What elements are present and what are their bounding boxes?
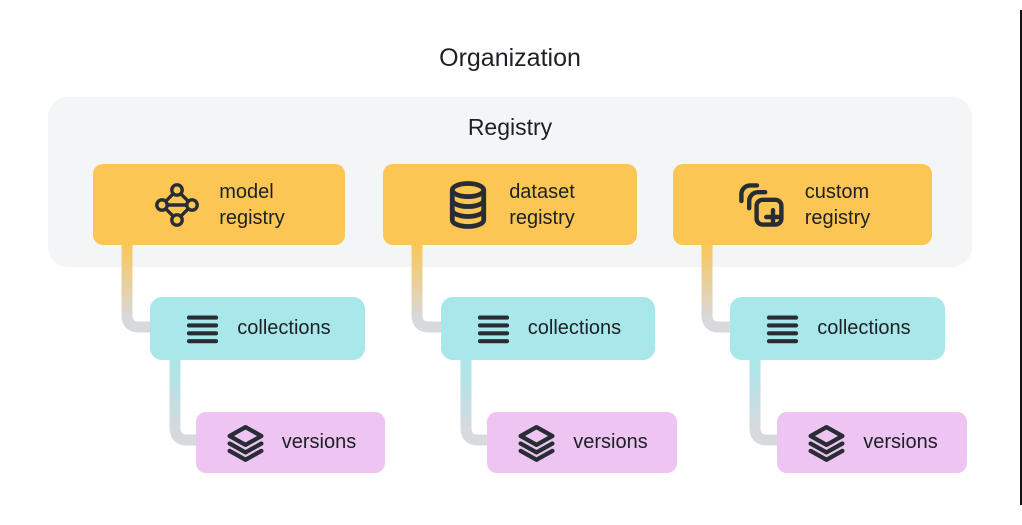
layers-icon	[227, 424, 264, 462]
versions-node-2: versions	[487, 412, 677, 473]
connector-registry-collections-3	[701, 242, 732, 333]
versions-node-1: versions	[196, 412, 385, 473]
collections-node-3: collections	[730, 297, 945, 360]
collections-node-1: collections	[150, 297, 365, 360]
registry-node-label: dataset registry	[509, 180, 575, 229]
window-right-edge	[1020, 10, 1022, 505]
model-icon	[155, 182, 200, 227]
connector-registry-collections-1	[121, 242, 152, 333]
dataset-registry-node: dataset registry	[383, 164, 637, 245]
connector-registry-collections-2	[411, 242, 443, 333]
list-icon	[477, 315, 509, 343]
collections-node-label: collections	[527, 317, 622, 339]
model-registry-node: model registry	[93, 164, 345, 245]
versions-node-label: versions	[573, 431, 648, 453]
collections-node-2: collections	[441, 297, 655, 360]
versions-node-3: versions	[777, 412, 967, 473]
copy-plus-icon	[738, 182, 784, 227]
layers-icon	[518, 424, 555, 462]
versions-node-label: versions	[281, 431, 357, 453]
versions-node-label: versions	[863, 431, 938, 453]
database-icon	[450, 180, 487, 229]
registry-panel-label: Registry	[467, 114, 553, 140]
connector-collections-versions-1	[169, 357, 198, 446]
registry-node-label: custom registry	[804, 180, 871, 229]
registry-node-label: model registry	[219, 180, 285, 229]
connector-collections-versions-2	[460, 357, 489, 446]
list-icon	[187, 315, 219, 343]
list-icon	[767, 315, 799, 343]
custom-registry-node: custom registry	[673, 164, 932, 245]
connector-collections-versions-3	[749, 357, 779, 446]
layers-icon	[808, 424, 845, 462]
collections-node-label: collections	[237, 317, 331, 339]
page-title: Organization	[439, 44, 581, 72]
collections-node-label: collections	[817, 317, 911, 339]
